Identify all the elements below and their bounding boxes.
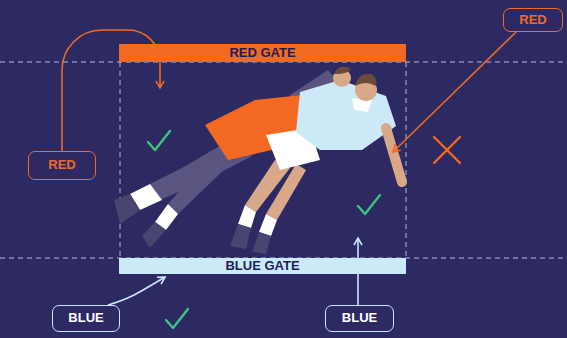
node-label: BLUE bbox=[342, 311, 377, 325]
connector-arrow bbox=[108, 277, 165, 305]
node-label: BLUE GATE bbox=[225, 259, 299, 273]
check-mark bbox=[358, 195, 380, 214]
node-label: RED bbox=[48, 158, 75, 172]
check-mark bbox=[166, 309, 188, 328]
check-mark bbox=[148, 131, 170, 150]
callout-box: RED bbox=[28, 151, 96, 180]
node-label: RED bbox=[519, 13, 546, 27]
players-illustration bbox=[114, 67, 402, 254]
field-lines bbox=[0, 62, 567, 258]
callout-box: RED bbox=[503, 8, 563, 32]
leader-line bbox=[393, 32, 516, 152]
gate-band: RED GATE bbox=[119, 44, 406, 62]
cross-mark bbox=[434, 137, 460, 163]
node-label: RED GATE bbox=[229, 46, 295, 60]
node-label: BLUE bbox=[68, 311, 103, 325]
gate-band: BLUE GATE bbox=[119, 258, 406, 274]
callout-box: BLUE bbox=[325, 305, 394, 332]
callout-box: BLUE bbox=[52, 305, 120, 332]
